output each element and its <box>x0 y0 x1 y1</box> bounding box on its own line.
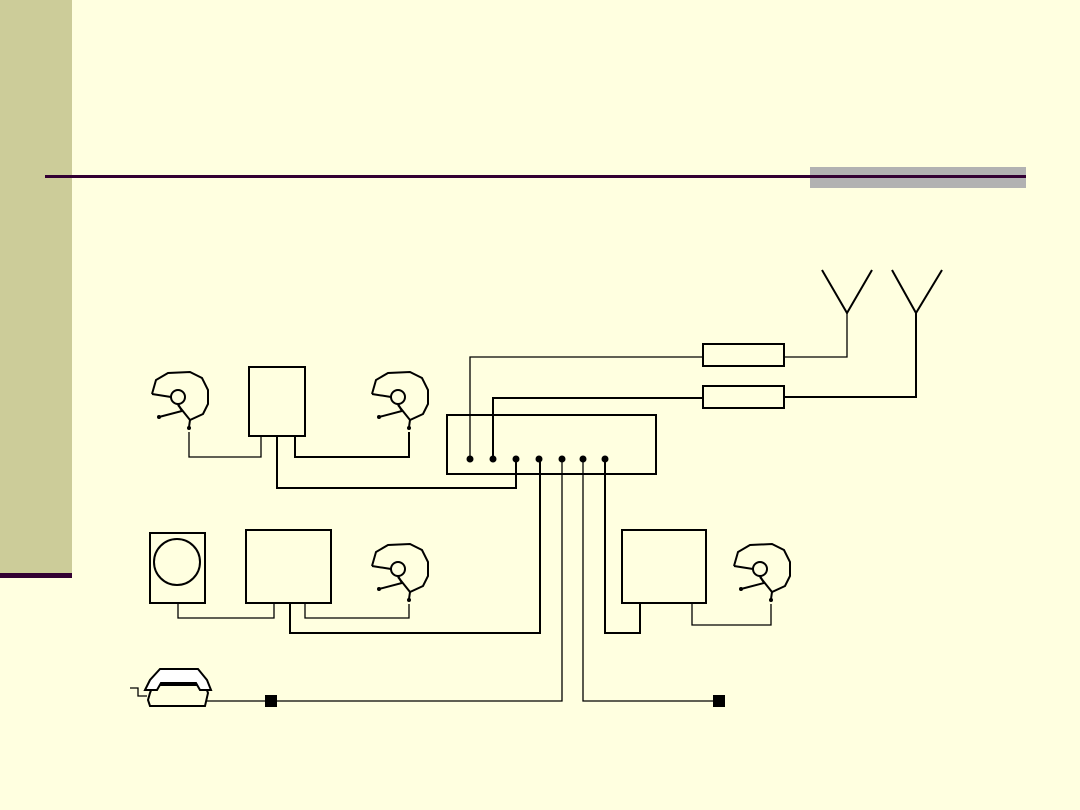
sidebar-rule <box>0 573 72 578</box>
junction-terminals <box>466 455 609 463</box>
helmet-headset-icon <box>371 371 429 431</box>
telephone-icon <box>130 668 213 707</box>
title-rule <box>45 175 1026 178</box>
helmet-headset-icon <box>733 543 791 603</box>
antenna-icon <box>891 269 943 315</box>
radio-box-right <box>621 529 707 604</box>
connector-left <box>265 695 277 707</box>
central-junction-box <box>446 414 657 475</box>
helmet-headset-icon <box>371 543 429 603</box>
radio-unit-1 <box>702 343 785 367</box>
connector-right <box>713 695 725 707</box>
radio-box-left <box>245 529 332 604</box>
helmet-headset-icon <box>151 371 209 431</box>
loudspeaker <box>149 532 206 604</box>
wiring <box>177 313 917 702</box>
left-sidebar <box>0 0 72 578</box>
radio-unit-2 <box>702 385 785 409</box>
antenna-icon <box>821 269 873 315</box>
intercom-box <box>248 366 306 437</box>
